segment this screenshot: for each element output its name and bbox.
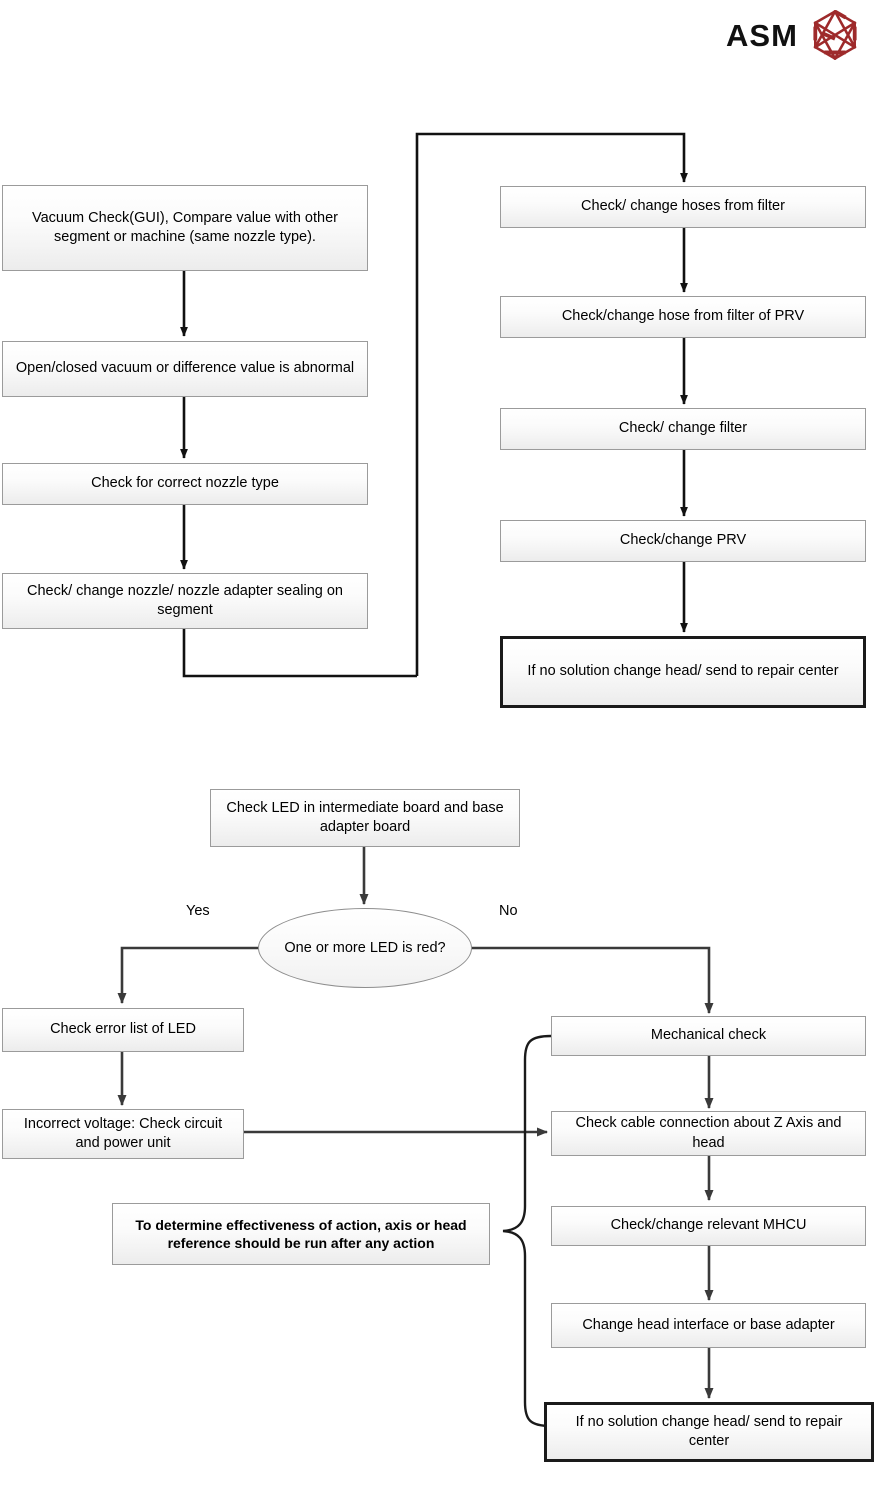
node-label: Check LED in intermediate board and base…	[226, 799, 504, 835]
grouping-brace	[502, 1034, 553, 1428]
node-vacuum-check[interactable]: Vacuum Check(GUI), Compare value with ot…	[2, 185, 368, 271]
node-nozzle-sealing[interactable]: Check/ change nozzle/ nozzle adapter sea…	[2, 573, 368, 629]
note-label: To determine effectiveness of action, ax…	[135, 1216, 467, 1251]
node-label: Check/change hose from filter of PRV	[561, 308, 805, 325]
node-label: Incorrect voltage: Check circuit and pow…	[23, 1115, 223, 1151]
node-change-filter[interactable]: Check/ change filter	[500, 408, 866, 450]
node-abnormal-value[interactable]: Open/closed vacuum or difference value i…	[2, 341, 368, 397]
node-mechanical-check[interactable]: Mechanical check	[551, 1016, 866, 1056]
node-hoses-from-filter[interactable]: Check/ change hoses from filter	[500, 186, 866, 228]
node-label: Mechanical check	[650, 1027, 767, 1044]
node-label: Check/change relevant MHCU	[610, 1217, 807, 1234]
edge-label-no: No	[499, 903, 518, 919]
node-label: If no solution change head/ send to repa…	[527, 663, 839, 680]
node-label: Check/ change filter	[618, 420, 748, 437]
node-correct-nozzle-type[interactable]: Check for correct nozzle type	[2, 463, 368, 505]
no-text: No	[499, 903, 518, 919]
node-led-terminal[interactable]: If no solution change head/ send to repa…	[544, 1402, 874, 1462]
edge-yes-branch	[117, 946, 258, 1004]
node-label: Check for correct nozzle type	[91, 475, 279, 492]
node-label: Change head interface or base adapter	[582, 1316, 835, 1333]
node-check-led[interactable]: Check LED in intermediate board and base…	[210, 789, 520, 847]
edge-no-branch	[472, 946, 714, 1014]
decision-label: One or more LED is red?	[284, 940, 446, 956]
yes-text: Yes	[186, 903, 210, 919]
node-label: Check/change PRV	[619, 532, 747, 549]
node-relevant-mhcu[interactable]: Check/change relevant MHCU	[551, 1206, 866, 1246]
brand-name: ASM	[726, 17, 798, 53]
asm-hexagon-logo-icon	[813, 10, 857, 60]
node-incorrect-voltage[interactable]: Incorrect voltage: Check circuit and pow…	[2, 1109, 244, 1159]
node-hose-filter-prv[interactable]: Check/change hose from filter of PRV	[500, 296, 866, 338]
node-label: Check/ change hoses from filter	[581, 198, 785, 215]
edge-sealing-to-loop	[182, 628, 417, 678]
node-reference-note[interactable]: To determine effectiveness of action, ax…	[112, 1203, 490, 1265]
node-label: Check error list of LED	[50, 1021, 196, 1038]
node-error-list-led[interactable]: Check error list of LED	[2, 1008, 244, 1052]
node-label: If no solution change head/ send to repa…	[575, 1413, 843, 1449]
brand-header: ASM	[726, 10, 858, 60]
node-vacuum-terminal[interactable]: If no solution change head/ send to repa…	[500, 636, 866, 708]
node-head-interface[interactable]: Change head interface or base adapter	[551, 1303, 866, 1348]
node-label: Vacuum Check(GUI), Compare value with ot…	[32, 209, 338, 245]
node-label: Check/ change nozzle/ nozzle adapter sea…	[27, 582, 343, 618]
node-cable-connection[interactable]: Check cable connection about Z Axis and …	[551, 1111, 866, 1156]
node-led-red-decision[interactable]: One or more LED is red?	[258, 908, 472, 988]
edge-label-yes: Yes	[186, 903, 210, 919]
node-label: Check cable connection about Z Axis and …	[575, 1115, 842, 1151]
node-change-prv[interactable]: Check/change PRV	[500, 520, 866, 562]
node-label: Open/closed vacuum or difference value i…	[15, 360, 355, 377]
